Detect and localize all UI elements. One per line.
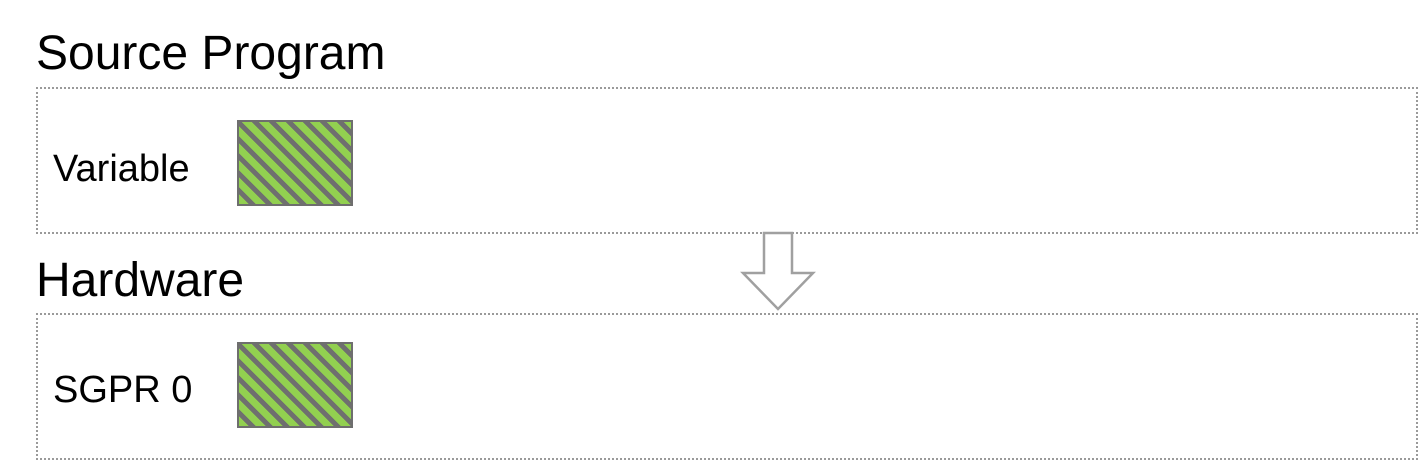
sgpr-swatch xyxy=(237,342,353,428)
variable-label: Variable xyxy=(53,148,190,190)
sgpr-label: SGPR 0 xyxy=(53,369,193,411)
hardware-title: Hardware xyxy=(36,254,245,307)
hardware-panel: SGPR 0 xyxy=(36,313,1418,460)
down-arrow-icon xyxy=(740,231,816,311)
variable-swatch xyxy=(237,120,353,206)
source-program-panel: Variable xyxy=(36,87,1418,234)
source-program-title: Source Program xyxy=(36,27,386,80)
